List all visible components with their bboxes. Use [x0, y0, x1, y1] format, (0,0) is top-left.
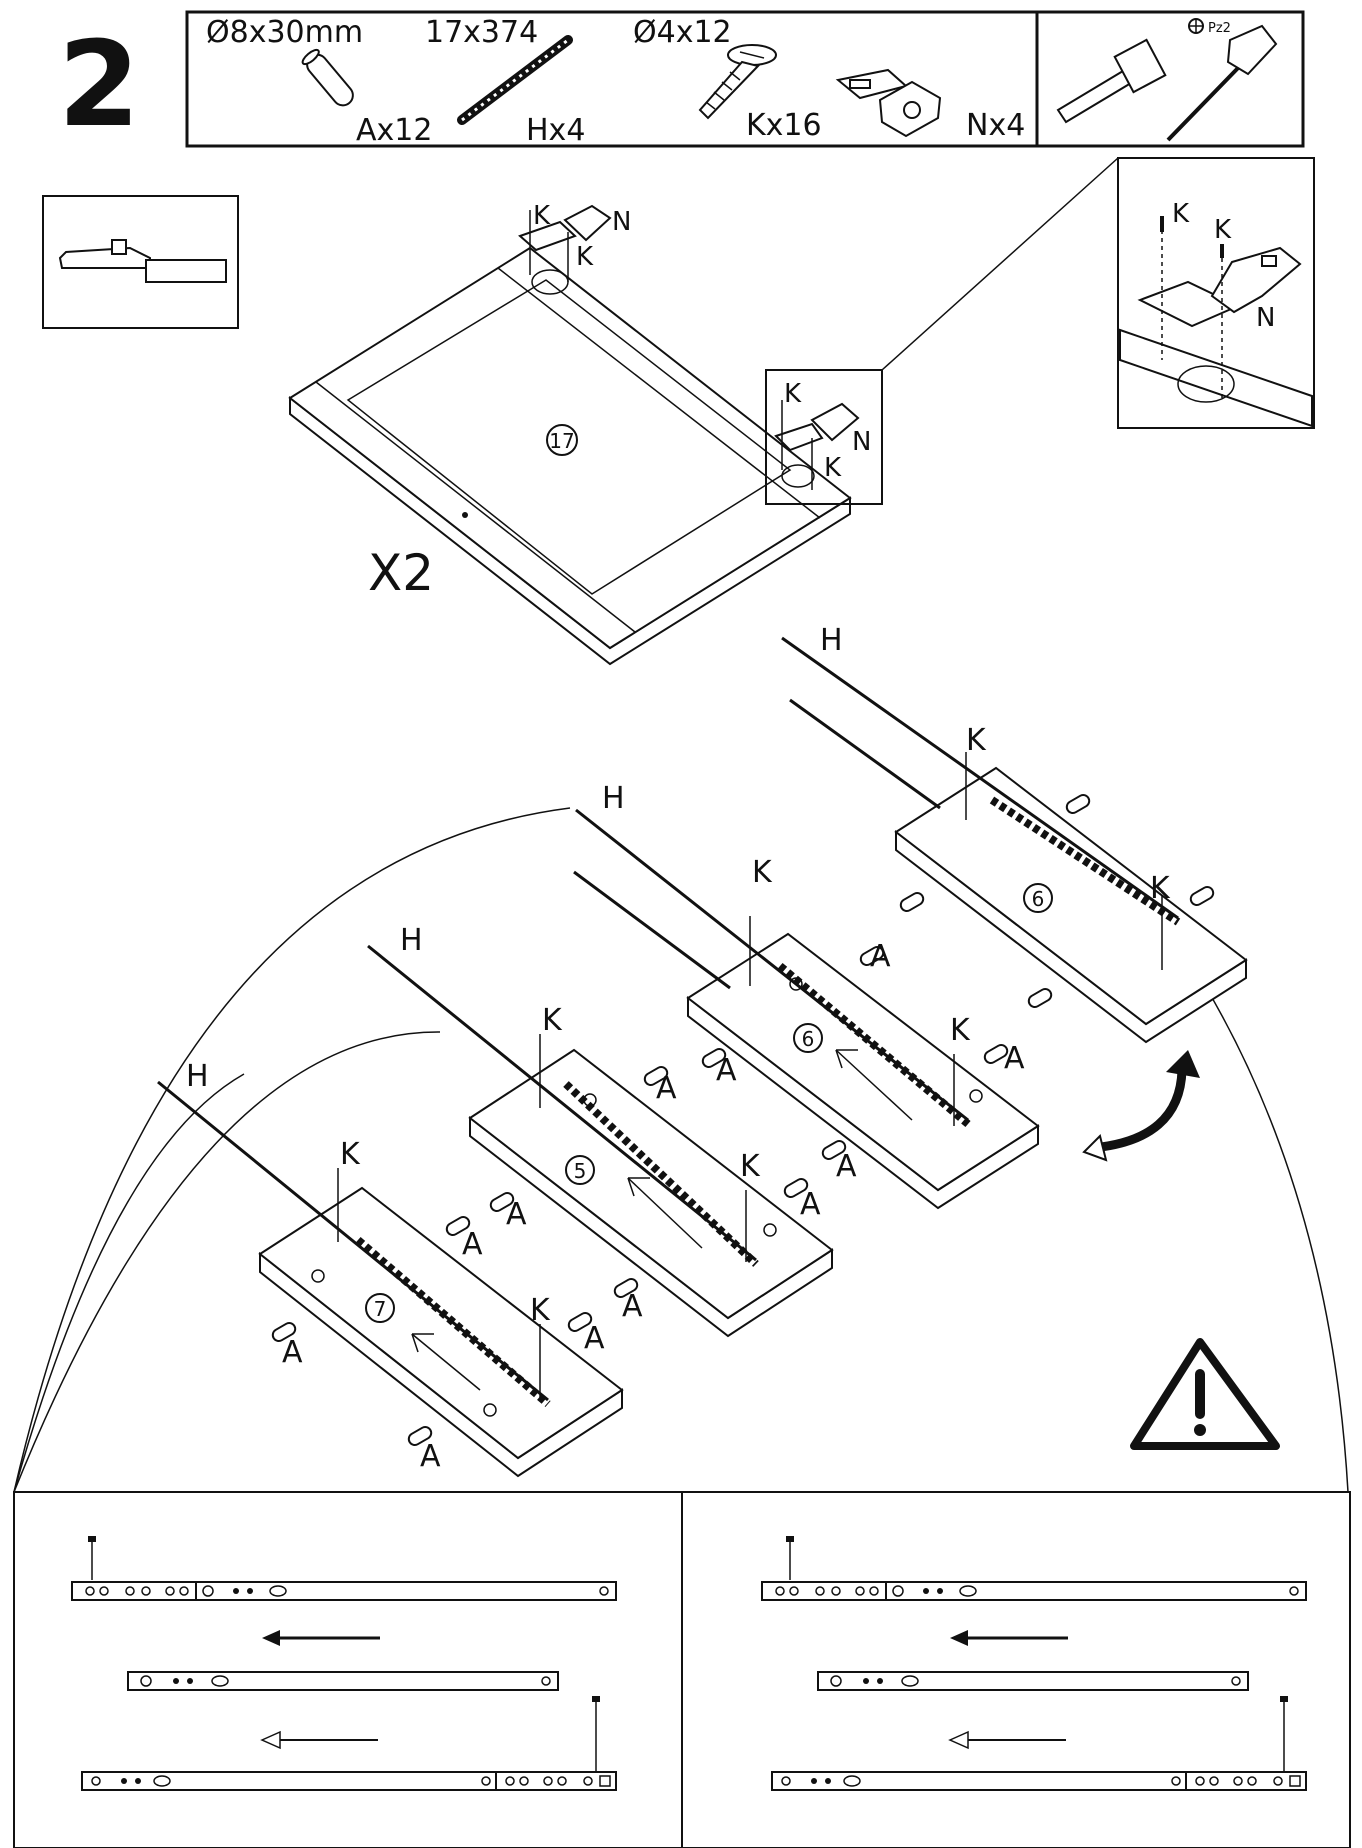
- label-screw: K: [1150, 871, 1171, 906]
- label-dowel: A: [716, 1053, 737, 1088]
- rail-detail-right: [761, 1536, 1307, 1791]
- shelf-panel-number: 5: [574, 1159, 587, 1183]
- shelf-5: 5: [367, 944, 834, 1338]
- hammer-icon: [1056, 38, 1167, 124]
- screwdriver-icon: [1166, 24, 1278, 142]
- label-screw: K: [740, 1149, 761, 1184]
- label-screw: K: [950, 1013, 971, 1048]
- label-rail: H: [186, 1059, 209, 1094]
- label-screw: K: [824, 453, 842, 483]
- hinge-side-detail: [42, 195, 239, 329]
- step-number: 2: [58, 15, 140, 153]
- shelf-7: 7: [157, 1080, 624, 1478]
- part-code-hinge: Nx4: [966, 108, 1025, 143]
- label-screw: K: [752, 855, 773, 890]
- label-hinge: N: [852, 427, 871, 457]
- label-dowel: A: [800, 1187, 821, 1222]
- label-dowel: A: [870, 939, 891, 974]
- shelf-6-back: 6: [781, 636, 1248, 1044]
- label-screw: K: [576, 242, 594, 272]
- label-dowel: A: [584, 1321, 605, 1356]
- label-screw: K: [966, 723, 987, 758]
- label-screw: K: [784, 379, 802, 409]
- hinge-callout-box: [765, 369, 883, 505]
- shelf-panel-number: 7: [374, 1297, 387, 1321]
- door-panel: 17 K K N K K N: [288, 157, 1119, 666]
- label-dowel: A: [420, 1439, 441, 1474]
- part-spec-rail: 17x374: [425, 15, 538, 50]
- drawer-rail-icon: [457, 35, 573, 125]
- screwdriver-tip: Pz2: [1208, 21, 1231, 36]
- label-screw: K: [533, 201, 551, 231]
- label-screw: K: [542, 1003, 563, 1038]
- label-screw: K: [340, 1137, 361, 1172]
- door-panel-number: 17: [549, 429, 574, 453]
- callout-arcs: [13, 807, 1349, 1493]
- part-code-dowel: Ax12: [356, 113, 432, 148]
- label-screw: K: [1172, 199, 1190, 229]
- part-spec-screw: Ø4x12: [633, 15, 732, 50]
- panel-number-circle: [546, 424, 578, 456]
- hinge-icon: [835, 68, 942, 138]
- part-code-screw: Kx16: [746, 108, 822, 143]
- label-dowel: A: [1004, 1041, 1025, 1076]
- shelf-panel-number: 6: [1032, 887, 1045, 911]
- hinge-zoom-detail: K K N: [1117, 157, 1315, 429]
- label-hinge: N: [612, 207, 631, 237]
- rotate-arrow-icon: [1082, 1050, 1200, 1162]
- part-code-rail: Hx4: [526, 113, 585, 148]
- screw-icon: [698, 44, 777, 120]
- label-hinge: N: [1256, 303, 1275, 333]
- shelf-6-front: 6: [573, 808, 1040, 1210]
- label-dowel: A: [656, 1071, 677, 1106]
- label-dowel: A: [282, 1335, 303, 1370]
- shelf-panel-number: 6: [802, 1027, 815, 1051]
- rail-detail-left: [71, 1536, 617, 1791]
- part-spec-dowel: Ø8x30mm: [206, 15, 363, 50]
- label-screw: K: [1214, 215, 1232, 245]
- rail-detail-panels: [13, 1491, 1351, 1848]
- dowel-icon: [301, 48, 354, 107]
- parts-bar: Ø8x30mm Ax12 17x374 Hx4 Ø4x12 Kx16: [185, 10, 1305, 148]
- label-dowel: A: [836, 1149, 857, 1184]
- label-rail: H: [400, 923, 423, 958]
- label-screw: K: [530, 1293, 551, 1328]
- label-rail: H: [820, 623, 843, 658]
- door-hinge-bottom: [774, 400, 860, 490]
- label-dowel: A: [462, 1227, 483, 1262]
- label-dowel: A: [506, 1197, 527, 1232]
- warning-icon: [1130, 1338, 1280, 1450]
- label-dowel: A: [622, 1289, 643, 1324]
- door-hinge-top: [518, 204, 612, 295]
- label-rail: H: [602, 781, 625, 816]
- multiplier-label: X2: [368, 544, 434, 602]
